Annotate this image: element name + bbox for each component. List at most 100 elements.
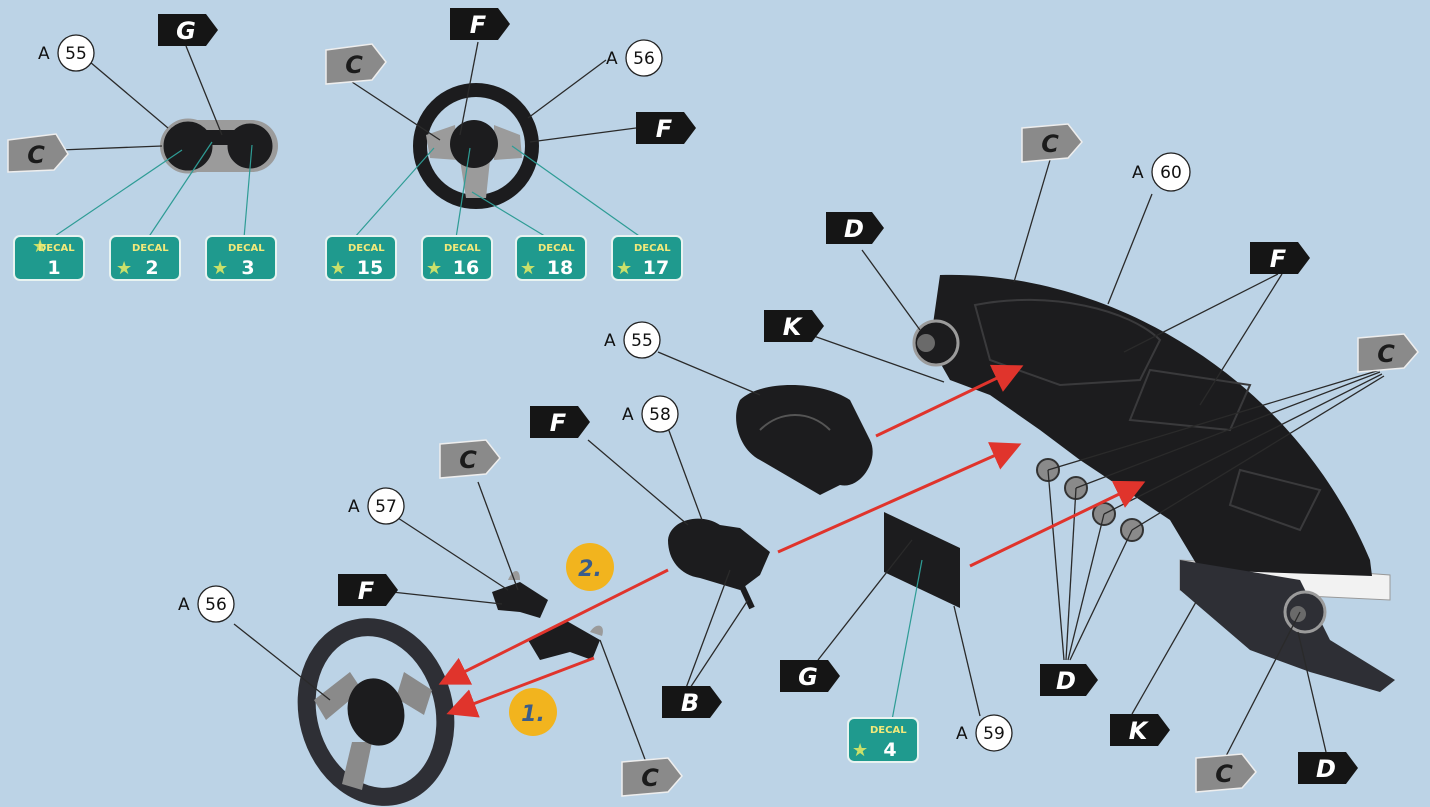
flag-letter: C bbox=[345, 51, 363, 79]
flag-letter: C bbox=[1377, 340, 1395, 368]
callout-a55-top: A 55 bbox=[38, 34, 95, 72]
decal-badge-18: ★ DECAL 18 bbox=[515, 235, 587, 281]
callout-prefix: A bbox=[38, 44, 50, 64]
callout-number: 60 bbox=[1160, 163, 1182, 183]
flag-c-cluster: C bbox=[7, 133, 69, 173]
star-icon: ★ bbox=[116, 258, 132, 279]
flag-letter: D bbox=[1316, 755, 1336, 783]
flag-letter: F bbox=[1270, 245, 1287, 273]
step-badge-2: 2. bbox=[566, 543, 614, 591]
assembly-arrows bbox=[438, 364, 1146, 718]
callout-prefix: A bbox=[348, 497, 360, 517]
decal-badge-16: ★ DECAL 16 bbox=[421, 235, 493, 281]
flag-letter: D bbox=[844, 215, 864, 243]
flag-letter: B bbox=[681, 689, 699, 717]
flag-letter: C bbox=[459, 446, 477, 474]
flag-letter: F bbox=[656, 115, 673, 143]
decal-number: 4 bbox=[883, 739, 896, 761]
flag-f-top: F bbox=[450, 8, 510, 40]
callout-a60: A 60 bbox=[1132, 152, 1191, 192]
step-badge-1: 1. bbox=[509, 688, 557, 736]
flag-c-upper-left: C bbox=[439, 439, 501, 479]
flag-letter: G bbox=[176, 17, 196, 45]
decal-badge-17: ★ DECAL 17 bbox=[611, 235, 683, 281]
star-icon: ★ bbox=[330, 258, 346, 279]
step-1-label: 1. bbox=[521, 702, 545, 727]
step-2-label: 2. bbox=[578, 557, 602, 582]
flag-letter: K bbox=[783, 313, 804, 341]
flag-letter: K bbox=[1129, 717, 1150, 745]
flag-letter: C bbox=[27, 141, 45, 169]
flag-d-dash: D bbox=[826, 212, 884, 244]
decal-number: 3 bbox=[241, 257, 254, 279]
callout-number: 56 bbox=[633, 49, 655, 69]
steering-wheel-top-part bbox=[413, 83, 539, 209]
star-icon: ★ bbox=[616, 258, 632, 279]
flag-f-left: F bbox=[338, 574, 398, 606]
flag-letter: C bbox=[1041, 130, 1059, 158]
flag-f-mid: F bbox=[530, 406, 590, 438]
flag-letter: F bbox=[550, 409, 567, 437]
flag-c-dash-top: C bbox=[1021, 123, 1083, 163]
decal-badge-1: ★ DECAL 1 bbox=[13, 235, 85, 281]
decal-number: 17 bbox=[643, 257, 669, 279]
star-icon: ★ bbox=[212, 258, 228, 279]
decal-word: DECAL bbox=[870, 725, 907, 736]
callout-prefix: A bbox=[178, 595, 190, 615]
flag-d-lower-right: D bbox=[1298, 752, 1358, 784]
star-icon: ★ bbox=[32, 236, 48, 257]
callout-prefix: A bbox=[956, 724, 968, 744]
decal-badge-3: ★ DECAL 3 bbox=[205, 235, 277, 281]
flag-c-lower-right: C bbox=[1195, 753, 1257, 793]
flag-k-upper: K bbox=[764, 310, 824, 342]
callout-prefix: A bbox=[1132, 163, 1144, 183]
callout-a59: A 59 bbox=[956, 714, 1013, 752]
decal-number: 15 bbox=[357, 257, 383, 279]
flag-d-bottom-group: D bbox=[1040, 664, 1098, 696]
column-switch-part bbox=[668, 518, 770, 610]
cluster-hood-part bbox=[736, 385, 873, 495]
decal-word: DECAL bbox=[348, 243, 385, 254]
flag-b-mid: B bbox=[662, 686, 722, 718]
decal-word: DECAL bbox=[132, 243, 169, 254]
callout-number: 56 bbox=[205, 595, 227, 615]
flag-g-mid: G bbox=[780, 660, 840, 692]
steering-wheel-bottom-part bbox=[297, 618, 455, 806]
flag-letter: C bbox=[641, 764, 659, 792]
flag-f-dash: F bbox=[1250, 242, 1310, 274]
callout-prefix: A bbox=[622, 405, 634, 425]
flag-letter: D bbox=[1056, 667, 1076, 695]
decal-number: 2 bbox=[145, 257, 158, 279]
star-icon: ★ bbox=[426, 258, 442, 279]
decal-number: 1 bbox=[47, 257, 60, 279]
callout-a57: A 57 bbox=[348, 487, 405, 525]
callout-a55-mid: A 55 bbox=[604, 321, 661, 359]
decal-badge-4: ★ DECAL 4 bbox=[847, 717, 919, 763]
star-icon: ★ bbox=[520, 258, 536, 279]
callout-a58: A 58 bbox=[622, 395, 679, 433]
decal-badge-15: ★ DECAL 15 bbox=[325, 235, 397, 281]
callout-number: 58 bbox=[649, 405, 671, 425]
flag-k-lower: K bbox=[1110, 714, 1170, 746]
callout-number: 57 bbox=[375, 497, 397, 517]
decal-number: 18 bbox=[547, 257, 573, 279]
flag-c-right: C bbox=[1357, 333, 1419, 373]
flag-g-top: G bbox=[158, 14, 218, 46]
flag-letter: F bbox=[358, 577, 375, 605]
flag-letter: C bbox=[1215, 760, 1233, 788]
callout-number: 55 bbox=[631, 331, 653, 351]
star-icon: ★ bbox=[852, 740, 868, 761]
dashboard-part bbox=[912, 274, 1395, 692]
column-shroud-part bbox=[492, 570, 603, 660]
callout-prefix: A bbox=[604, 331, 616, 351]
decal-word: DECAL bbox=[228, 243, 265, 254]
flag-c-bottom: C bbox=[621, 757, 683, 797]
decal-word: DECAL bbox=[538, 243, 575, 254]
flag-letter: G bbox=[798, 663, 818, 691]
decal-word: DECAL bbox=[444, 243, 481, 254]
callout-number: 59 bbox=[983, 724, 1005, 744]
decal-number: 16 bbox=[453, 257, 479, 279]
flag-letter: F bbox=[470, 11, 487, 39]
